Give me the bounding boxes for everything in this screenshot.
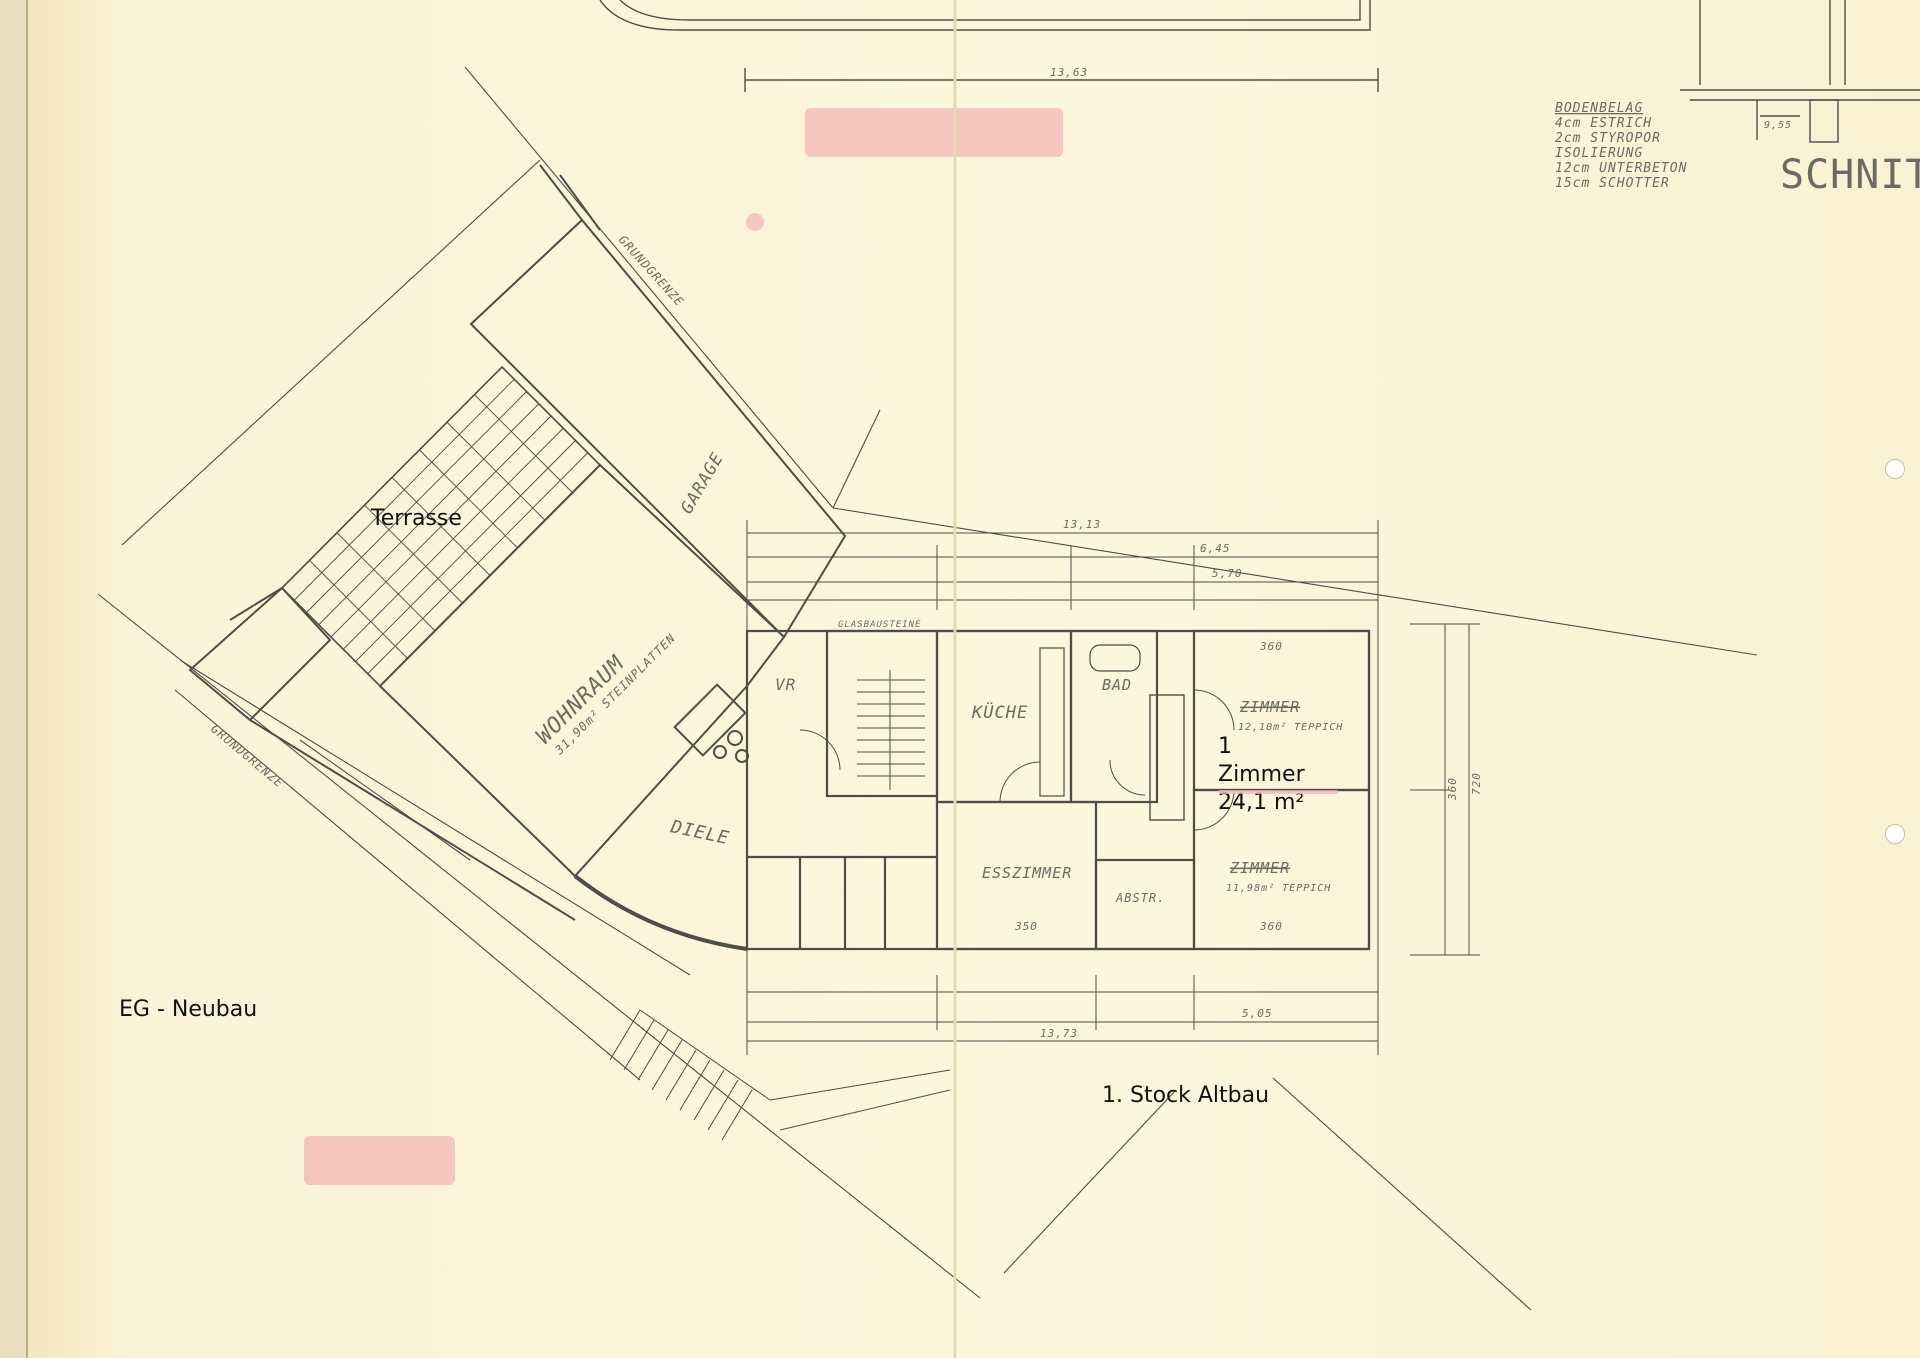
scan-edge xyxy=(0,0,28,1358)
label-grundgrenze-2: GRUNDGRENZE xyxy=(208,722,286,791)
site-lines xyxy=(97,66,1758,1311)
dim-text: 5,70 xyxy=(1212,567,1243,580)
label-zimmer-bottom: ZIMMER xyxy=(1229,859,1290,877)
tile-line xyxy=(355,440,576,662)
eg-neubau-building xyxy=(188,164,847,951)
label-vr: VR xyxy=(775,675,796,694)
room-number: 1 xyxy=(1218,734,1232,759)
dim-text: 360 xyxy=(1446,777,1459,801)
dim-text: 350 xyxy=(1014,920,1038,933)
stair-step xyxy=(623,1019,655,1071)
tile-line xyxy=(419,449,518,549)
label-zimmer-bottom-sub: 11,98m² TEPPICH xyxy=(1226,883,1331,894)
dim-text: 5,05 xyxy=(1242,1007,1273,1020)
dim-text: 13,13 xyxy=(1063,518,1101,531)
stair-rail xyxy=(639,1009,771,1101)
legend-line: 2cm STYROPOR xyxy=(1555,131,1661,146)
dim-955: 9,55 xyxy=(1764,120,1792,131)
label-zimmer-top: ZIMMER xyxy=(1239,698,1300,716)
room-name: Zimmer xyxy=(1218,762,1305,788)
punch-hole xyxy=(1885,824,1905,844)
redaction-mark xyxy=(304,1136,455,1185)
label-esszimmer: ESSZIMMER xyxy=(982,864,1072,882)
dim-text: 360 xyxy=(1259,640,1283,653)
label-grundgrenze-1: GRUNDGRENZE xyxy=(616,233,687,310)
legend-bodenbelag: BODENBELAG 4cm ESTRICH 2cm STYROPOR ISOL… xyxy=(1555,101,1687,191)
dim-text: 720 xyxy=(1470,772,1483,795)
legend-line: 15cm SCHOTTER xyxy=(1555,176,1670,191)
legend-line: ISOLIERUNG xyxy=(1555,146,1643,161)
label-diele: DIELE xyxy=(668,816,731,849)
top-section-drawing xyxy=(599,0,1920,143)
tile-line xyxy=(367,452,589,675)
dim-text: 13,63 xyxy=(1050,66,1088,79)
interior-stairs xyxy=(857,670,925,790)
stair-step xyxy=(693,1069,725,1121)
label-garage: GARAGE xyxy=(677,449,728,517)
dimension-texts: 13,13 6,45 5,70 13,73 5,05 360 360 350 7… xyxy=(1014,66,1483,1040)
legend-line: 4cm ESTRICH xyxy=(1555,116,1652,131)
label-eg-neubau: EG - Neubau xyxy=(119,997,258,1022)
room-area: 24,1 m² xyxy=(1218,790,1305,816)
door-swings xyxy=(799,689,1235,831)
stair-step xyxy=(665,1049,697,1101)
annotation-underline xyxy=(1218,790,1338,794)
label-terrasse: Terrasse xyxy=(371,506,462,531)
stair-step xyxy=(609,1009,641,1061)
stair-rail xyxy=(779,1089,951,1131)
room-annotation: 1 Zimmer 24,1 m² xyxy=(1218,733,1305,817)
dim-text: 13,73 xyxy=(1040,1027,1078,1040)
altbau-building xyxy=(745,629,1371,951)
tile-line xyxy=(474,394,573,493)
punch-hole xyxy=(1885,459,1905,479)
stair-step xyxy=(721,1089,753,1141)
stair-step xyxy=(679,1059,711,1111)
stair-rail xyxy=(769,1069,951,1101)
label-abstr: ABSTR. xyxy=(1115,891,1165,905)
legend-line: BODENBELAG xyxy=(1555,101,1643,116)
stair-step xyxy=(707,1079,739,1131)
terrace-tiles xyxy=(293,378,589,675)
stair-step xyxy=(651,1039,683,1091)
label-glasbausteine: GLASBAUSTEINE xyxy=(838,620,921,630)
stair-step xyxy=(637,1029,669,1081)
label-1-stock-altbau: 1. Stock Altbau xyxy=(1102,1083,1270,1108)
label-zimmer-top-sub: 12,10m² TEPPICH xyxy=(1238,722,1343,733)
label-bad: BAD xyxy=(1102,676,1132,694)
tile-line xyxy=(446,421,546,521)
label-kueche: KÜCHE xyxy=(971,701,1028,723)
paper-background xyxy=(26,0,1920,1358)
redaction-dot xyxy=(746,213,764,231)
label-schnitt: SCHNIT xyxy=(1780,152,1920,198)
redaction-mark xyxy=(805,108,1063,157)
tile-line xyxy=(342,427,564,650)
dimension-lines xyxy=(746,520,1480,1055)
exterior-stairs xyxy=(609,1009,951,1141)
dim-text: 360 xyxy=(1259,920,1283,933)
legend-line: 12cm UNTERBETON xyxy=(1555,161,1687,176)
dim-text: 6,45 xyxy=(1200,542,1231,555)
tile-line xyxy=(330,415,552,638)
